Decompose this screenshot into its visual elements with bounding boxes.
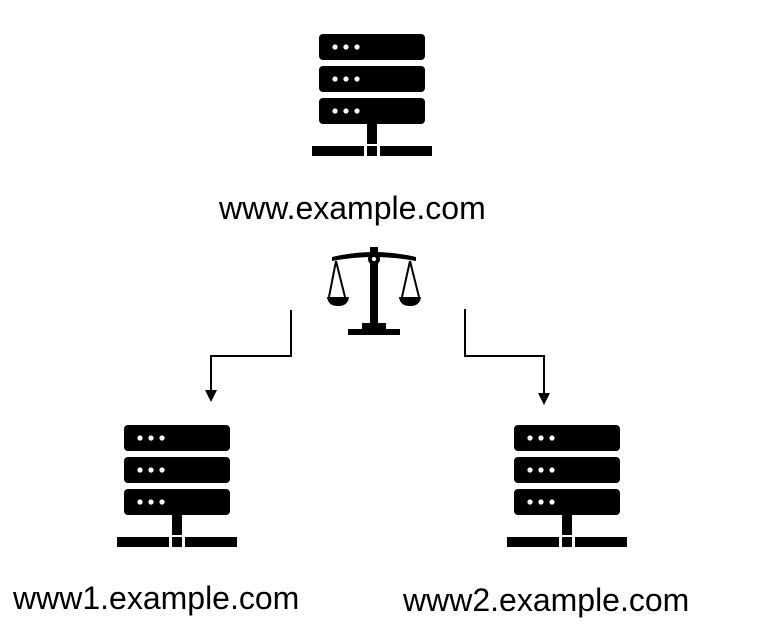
main-server-label: www.example.com xyxy=(219,190,486,226)
www1-server-label: www1.example.com xyxy=(13,580,300,616)
balance-scale-icon xyxy=(326,241,422,337)
www1-server-icon xyxy=(117,425,239,549)
edge-balancer-to-www2 xyxy=(464,309,545,393)
arrowhead-www1 xyxy=(205,390,217,402)
arrowhead-www2 xyxy=(538,393,550,405)
www2-server-icon xyxy=(507,425,629,549)
main-server-icon xyxy=(312,34,434,158)
www2-server-label: www2.example.com xyxy=(403,582,690,618)
edge-balancer-to-www1 xyxy=(210,310,292,390)
